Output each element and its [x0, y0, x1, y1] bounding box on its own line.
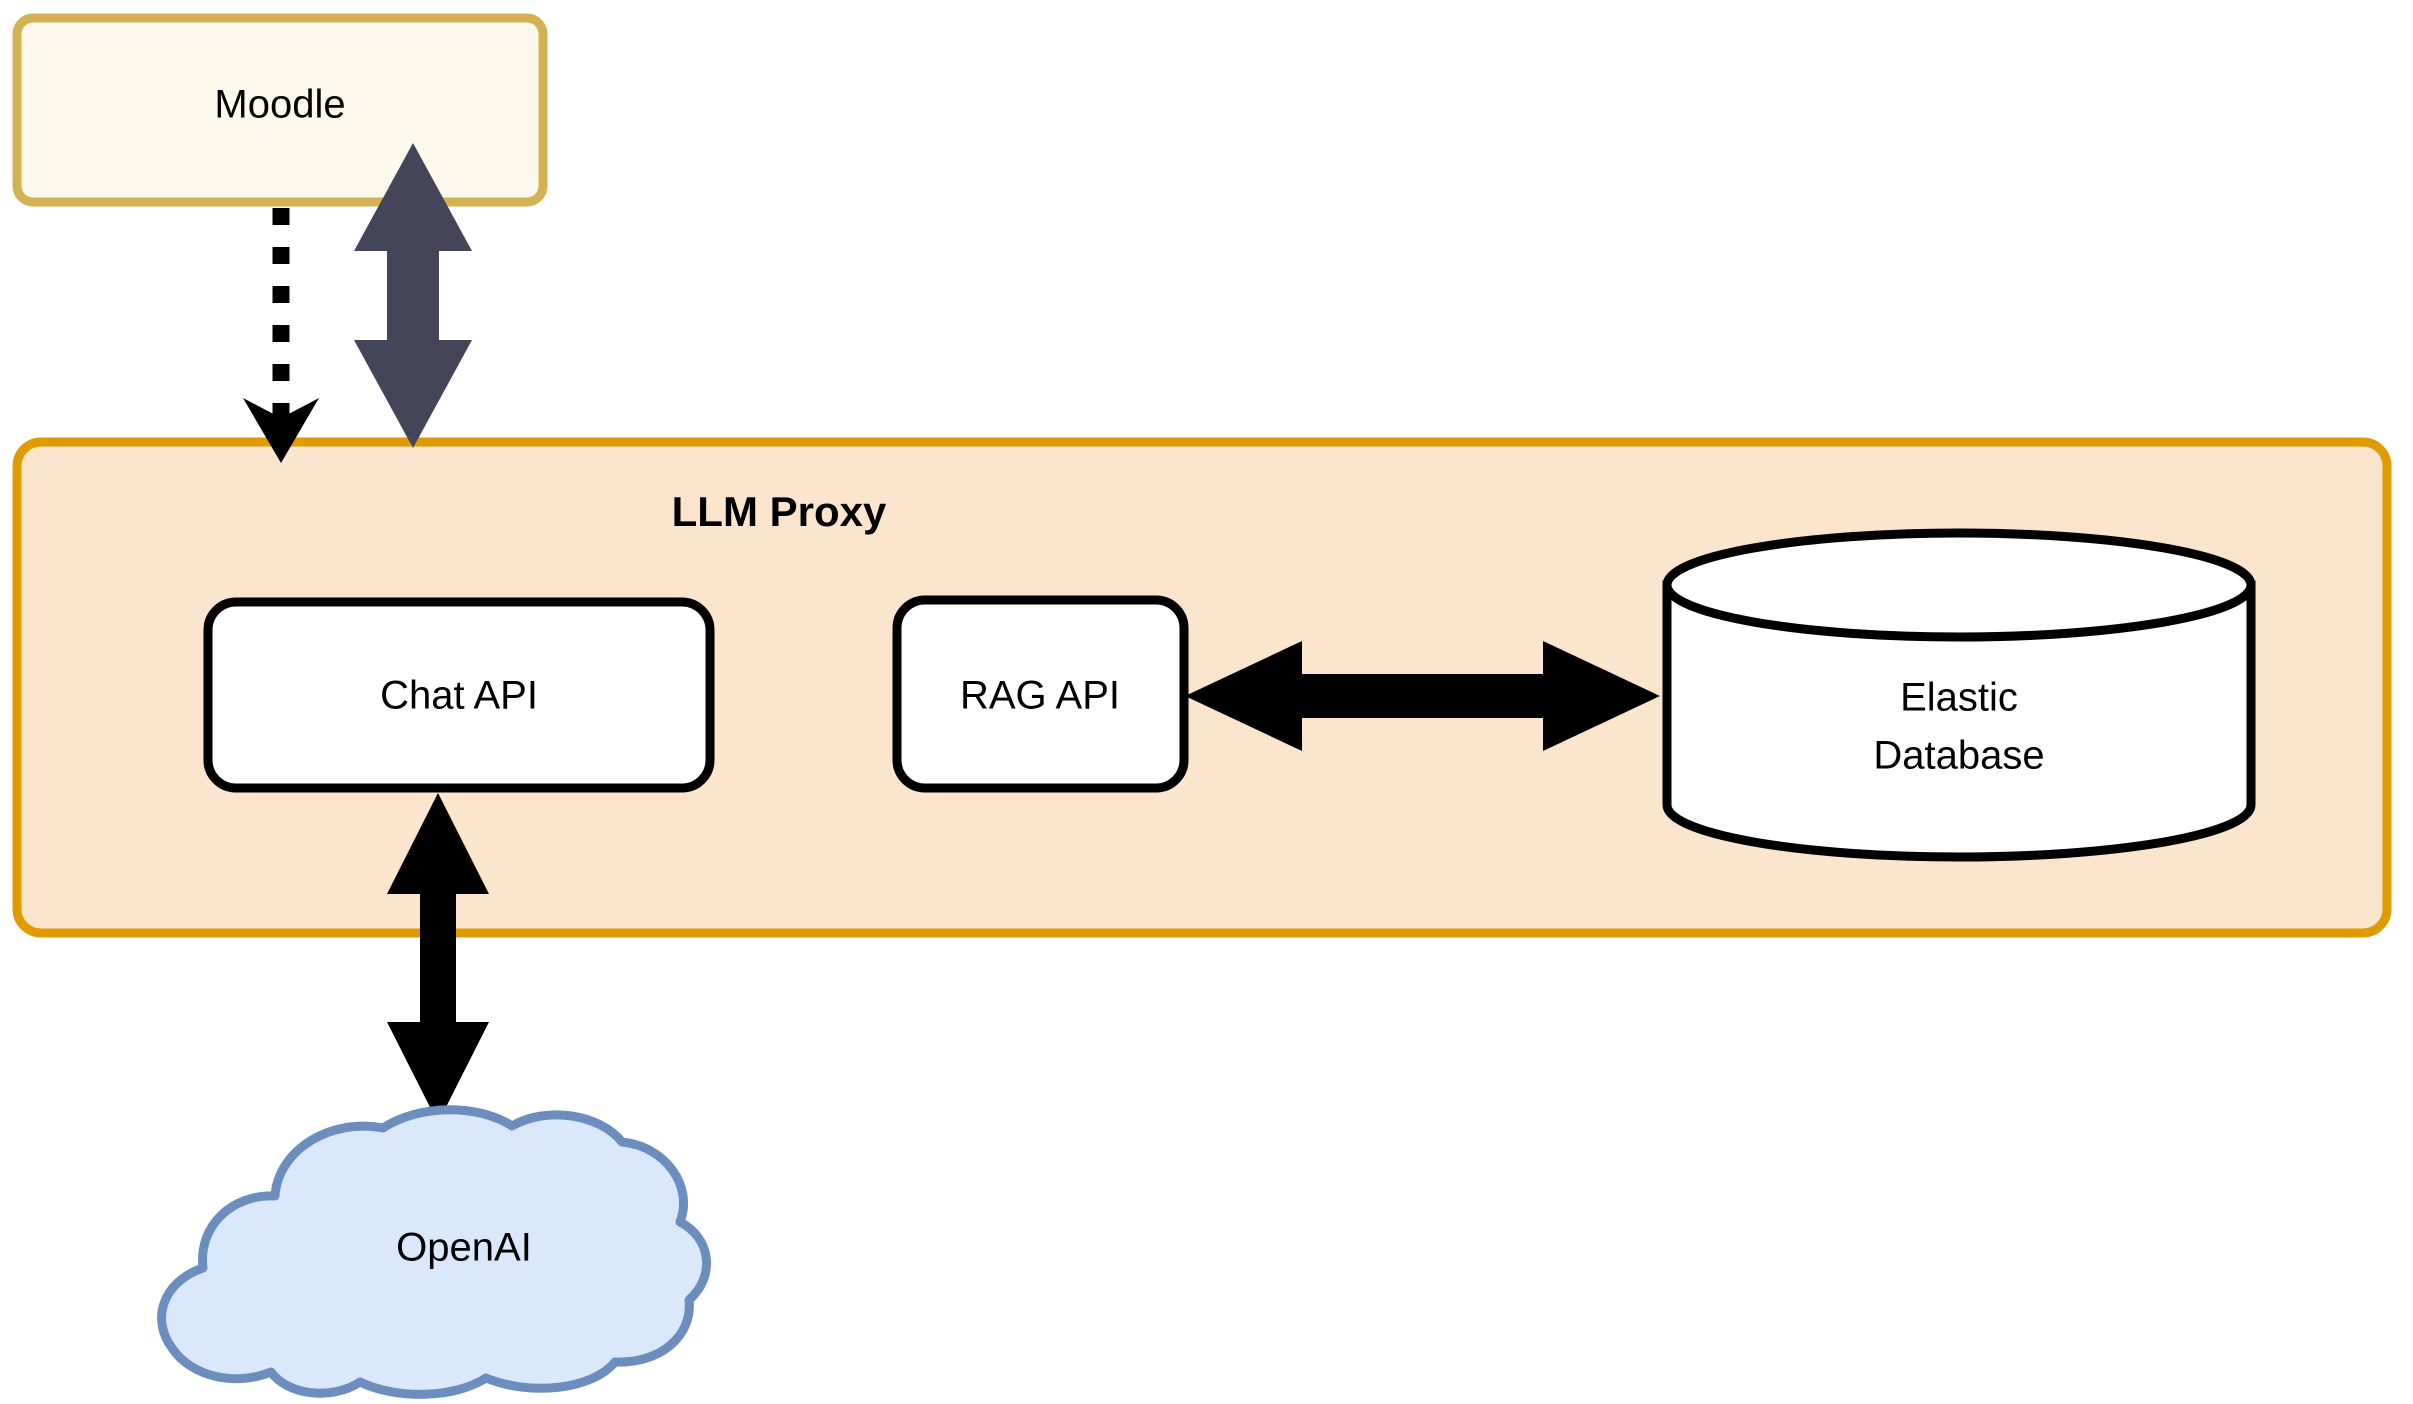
- rag-api-box-shape: [892, 595, 1189, 793]
- dashed-connector-arrowhead: [243, 398, 319, 463]
- moodle-label: Moodle: [214, 83, 345, 127]
- elastic-database-cylinder-top: [1662, 528, 2256, 642]
- chat-api-box-shape: [203, 597, 715, 793]
- elastic-database-label-line2: Database: [1873, 734, 2044, 778]
- rag-api-label: RAG API: [960, 674, 1120, 718]
- node-moodle[interactable]: Moodle: [12, 13, 548, 207]
- node-elastic-database[interactable]: Elastic Database: [1662, 528, 2256, 862]
- node-chat-api[interactable]: Chat API: [203, 597, 715, 793]
- bidirectional-arrow-vertical-slate: [354, 143, 472, 448]
- node-openai[interactable]: OpenAI: [157, 1105, 712, 1399]
- elastic-database-cylinder-body: [1662, 580, 2256, 862]
- edge-moodle-to-llm-proxy-dashed[interactable]: [243, 208, 319, 463]
- node-rag-api[interactable]: RAG API: [892, 595, 1189, 793]
- llm-proxy-title: LLM Proxy: [672, 488, 887, 535]
- openai-cloud-shape: [157, 1105, 712, 1399]
- edge-rag-api-to-elastic-database[interactable]: [1185, 641, 1660, 751]
- bidirectional-arrow-vertical-black: [387, 793, 489, 1123]
- elastic-database-label-line1: Elastic: [1900, 676, 2018, 720]
- openai-label: OpenAI: [396, 1226, 532, 1270]
- edge-moodle-llm-proxy-bidirectional[interactable]: [354, 143, 472, 448]
- bidirectional-arrow-horizontal: [1185, 641, 1660, 751]
- edge-chat-api-to-openai[interactable]: [387, 793, 489, 1123]
- chat-api-label: Chat API: [380, 674, 538, 718]
